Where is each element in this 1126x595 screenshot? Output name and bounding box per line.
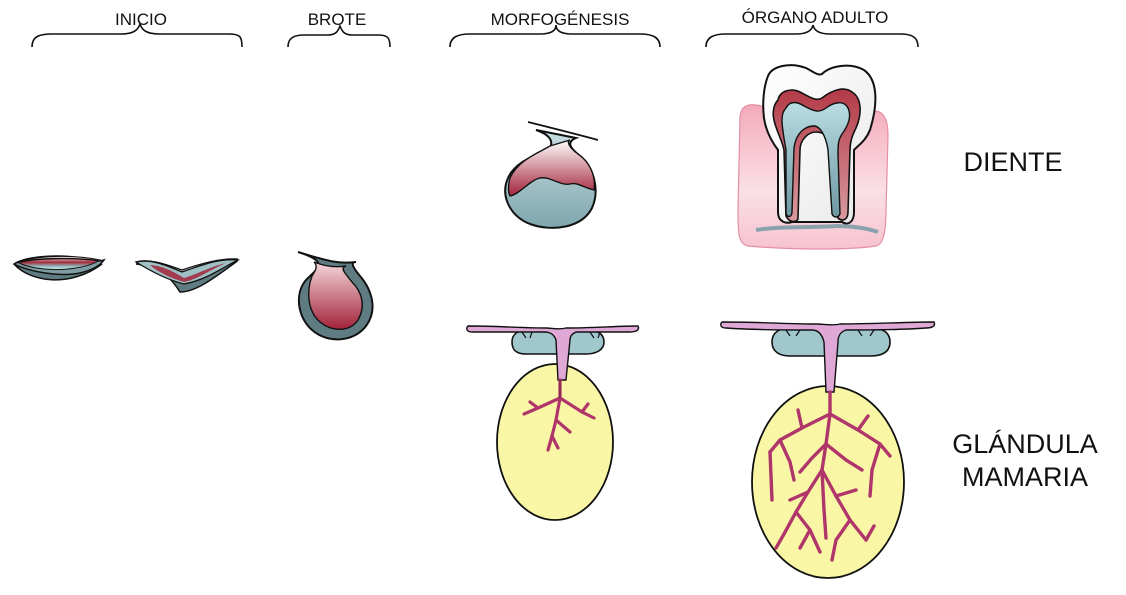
stage-label-inicio: INICIO (96, 10, 186, 30)
tooth-bud (298, 252, 373, 339)
organ-label-glandula-line2: MAMARIA (940, 461, 1110, 494)
bracket-organo (706, 25, 918, 47)
adult-tooth (738, 65, 888, 249)
stage-label-brote: BROTE (292, 10, 382, 30)
organ-label-glandula-line1: GLÁNDULA (940, 428, 1110, 461)
organ-label-diente: DIENTE (938, 146, 1088, 179)
placode-2 (136, 259, 238, 292)
mammary-gland-morfogenesis (467, 326, 639, 520)
mammary-gland-adult (721, 322, 935, 578)
organ-label-glandula-mamaria: GLÁNDULA MAMARIA (940, 428, 1110, 494)
stage-label-morfogenesis: MORFOGÉNESIS (460, 10, 660, 30)
stage-label-organo-adulto: ÓRGANO ADULTO (710, 8, 920, 28)
tooth-cap (505, 122, 598, 228)
placode-1 (14, 256, 104, 280)
